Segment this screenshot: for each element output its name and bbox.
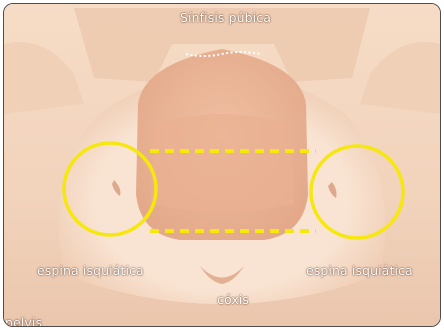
coccyx-label: cóxis: [217, 292, 249, 307]
pelvis-label: pelvis: [5, 315, 42, 327]
right-ischial-spine-label: espina isquiática: [306, 263, 413, 278]
image-frame: Sínfisis púbica espina isquiática espina…: [3, 3, 441, 327]
pubic-symphysis-label: Sínfisis púbica: [180, 10, 271, 25]
cavity-floor: [150, 114, 294, 212]
left-ischial-spine-label: espina isquiática: [37, 263, 144, 278]
